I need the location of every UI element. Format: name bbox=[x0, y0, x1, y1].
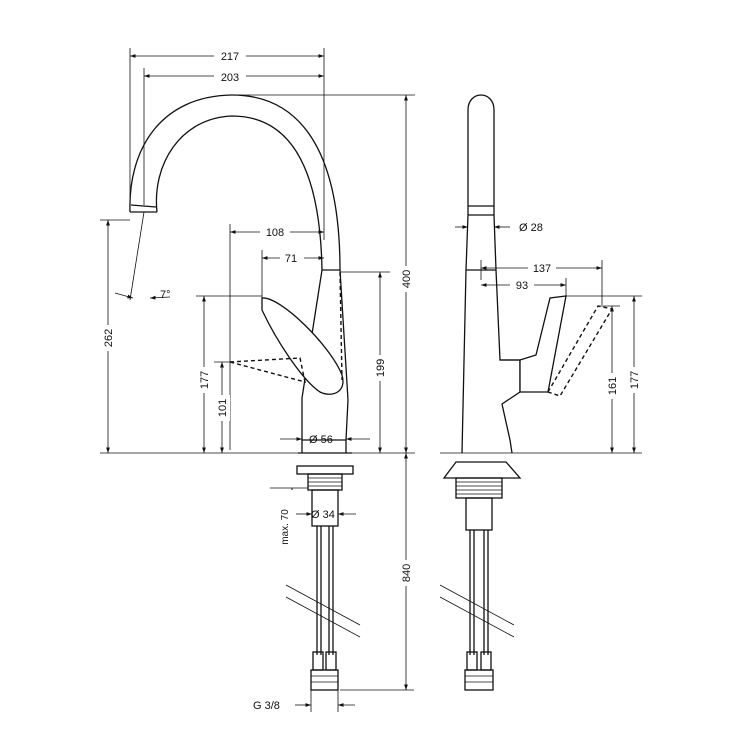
side-hose-end-left bbox=[466, 651, 478, 671]
front-break-line-2 bbox=[285, 596, 361, 638]
dim-g38-label: G 3/8 bbox=[253, 700, 280, 712]
dim-199-label: 199 bbox=[375, 359, 387, 377]
front-view: 217 203 108 71 7° 262 177 bbox=[100, 46, 415, 712]
side-hose-end-right bbox=[480, 651, 492, 671]
dim-101-label: 101 bbox=[217, 399, 229, 417]
dim-93-label: 93 bbox=[516, 280, 528, 292]
side-body bbox=[461, 214, 521, 454]
dim-177-right-label: 177 bbox=[629, 371, 641, 389]
front-lever bbox=[261, 297, 344, 395]
side-break-line-2 bbox=[439, 596, 515, 638]
dim-34-label: Ø 34 bbox=[311, 509, 335, 521]
dim-28-label: Ø 28 bbox=[519, 222, 543, 234]
front-lever-swing bbox=[229, 357, 306, 383]
dim-56-label: Ø 56 bbox=[309, 434, 333, 446]
dim-400-label: 400 bbox=[401, 270, 413, 288]
side-view: Ø 28 137 93 161 177 bbox=[439, 94, 642, 691]
dim-161-label: 161 bbox=[607, 377, 619, 395]
dim-max70-label: max. 70 bbox=[280, 509, 291, 545]
side-shank bbox=[465, 497, 493, 531]
front-spout-inner bbox=[155, 115, 323, 271]
dim-108-label: 108 bbox=[266, 227, 284, 239]
side-lever bbox=[500, 295, 567, 393]
dim-177-left-label: 177 bbox=[199, 371, 211, 389]
dim-7deg-label: 7° bbox=[160, 289, 171, 301]
front-spout-outer bbox=[129, 94, 341, 271]
front-break-line-1 bbox=[285, 584, 361, 626]
dim-203-label: 203 bbox=[221, 72, 239, 84]
front-spout-tip-cap bbox=[130, 204, 157, 208]
dim-137-label: 137 bbox=[533, 263, 551, 275]
dim-71-label: 71 bbox=[285, 253, 297, 265]
side-spout bbox=[467, 94, 495, 215]
front-hose-end-right bbox=[325, 651, 337, 671]
side-mount-nut bbox=[455, 477, 503, 499]
side-break-line-1 bbox=[439, 584, 515, 626]
dim-217-label: 217 bbox=[221, 51, 239, 63]
dim-840-label: 840 bbox=[401, 564, 413, 582]
dim-262-label: 262 bbox=[103, 329, 115, 347]
side-mount-plate bbox=[442, 461, 522, 479]
front-shank bbox=[311, 489, 339, 527]
front-mount-plate bbox=[296, 465, 354, 475]
